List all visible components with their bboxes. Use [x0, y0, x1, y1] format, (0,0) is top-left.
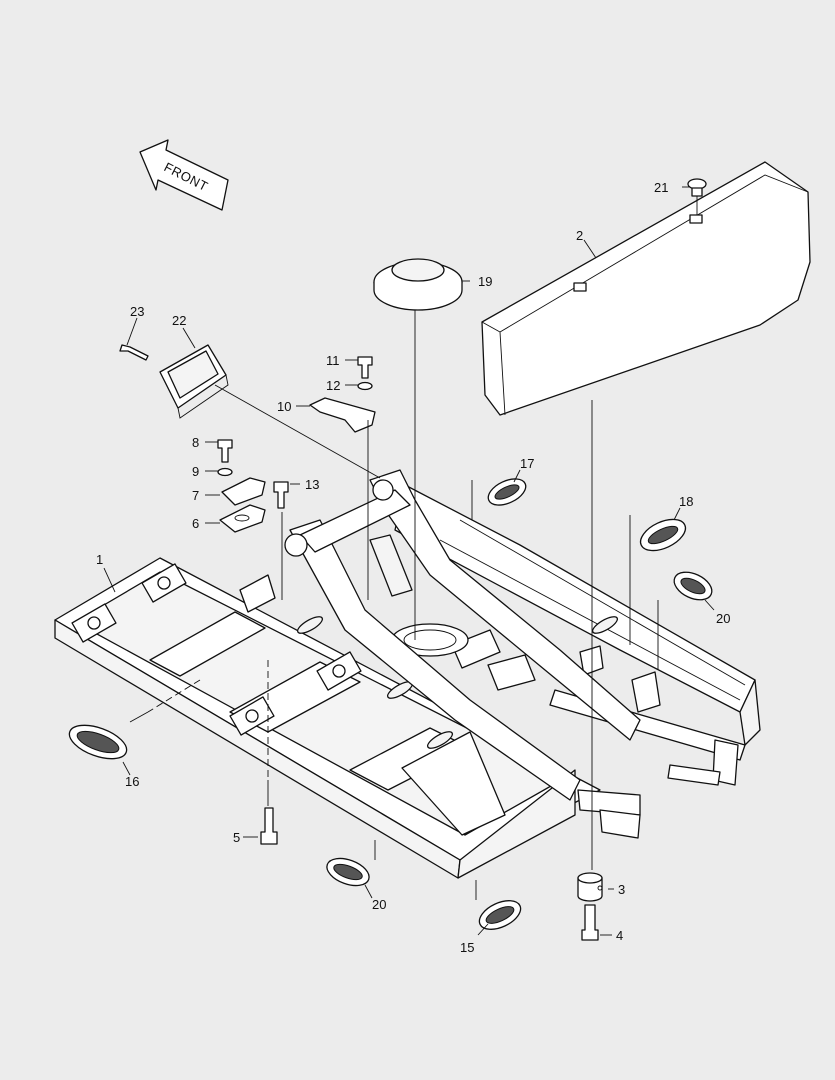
callout-20-lower: 20: [372, 897, 386, 912]
counterweight: [481, 161, 811, 416]
callout-16: 16: [125, 774, 139, 789]
callout-10: 10: [277, 399, 291, 414]
cover-cap: [373, 258, 463, 311]
callout-labels: 1 2 3 4 5 6 7 8 9 10 11 12 13 15 16 17 1…: [96, 180, 730, 955]
grommet-17: [487, 478, 527, 506]
callout-3: 3: [618, 882, 625, 897]
spacer-3: [577, 872, 603, 902]
callout-21: 21: [654, 180, 668, 195]
callout-17: 17: [520, 456, 534, 471]
callout-18: 18: [679, 494, 693, 509]
bolt-13: [273, 481, 289, 509]
main-frame: [54, 484, 761, 879]
swing-arm: [239, 469, 641, 801]
grommet-20-lower: [326, 857, 370, 887]
grommet-18: [639, 518, 687, 552]
leader-lines: [129, 196, 698, 900]
callout-4: 4: [616, 928, 623, 943]
callout-22: 22: [172, 313, 186, 328]
bolt-5: [260, 807, 278, 845]
callout-leads: [103, 186, 715, 936]
access-cover: [159, 344, 229, 419]
callout-19: 19: [478, 274, 492, 289]
callout-20-upper: 20: [716, 611, 730, 626]
callout-8: 8: [192, 435, 199, 450]
callout-23: 23: [130, 304, 144, 319]
bolt-23: [119, 344, 149, 361]
grommet-16: [68, 724, 128, 760]
callout-1: 1: [96, 552, 103, 567]
callout-6: 6: [192, 516, 199, 531]
callout-7: 7: [192, 488, 199, 503]
callout-11: 11: [326, 353, 340, 368]
callout-12: 12: [326, 378, 340, 393]
front-direction-arrow: FRONT: [139, 139, 229, 211]
plate-assembly: [217, 439, 266, 533]
callout-5: 5: [233, 830, 240, 845]
callout-13: 13: [305, 477, 319, 492]
bracket-assembly: [309, 356, 376, 433]
grommet-15: [478, 900, 522, 930]
callout-9: 9: [192, 464, 199, 479]
callout-2: 2: [576, 228, 583, 243]
bolt-4: [581, 904, 599, 941]
knob-21: [687, 178, 707, 197]
grommet-20-upper: [673, 571, 713, 601]
callout-15: 15: [460, 940, 474, 955]
